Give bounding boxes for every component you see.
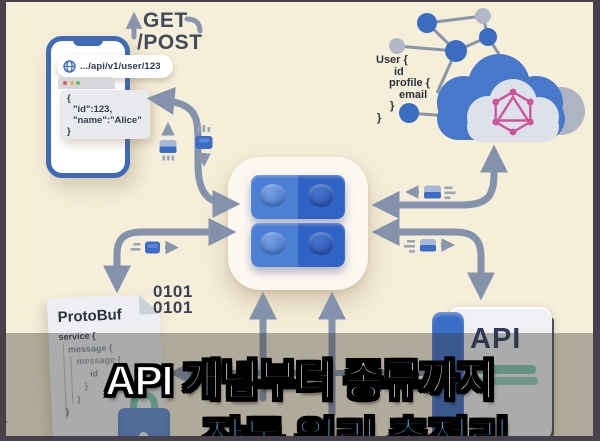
network-node: [417, 13, 437, 33]
query-line: id: [394, 65, 404, 78]
frame-top: [0, 0, 600, 2]
frame-bottom: [0, 436, 600, 441]
query-line: User {: [376, 54, 408, 66]
graphql-cloud: [437, 54, 585, 142]
json-line: }: [67, 126, 71, 137]
data-packet-icon-lower: [360, 381, 382, 392]
api-connector-icon: [228, 157, 368, 290]
api-box-spine: [432, 312, 464, 441]
data-packet-icon-down: [195, 125, 213, 168]
json-response-card: { "id":123, "name":"Alice" }: [60, 90, 150, 139]
brick-stud: [308, 184, 334, 207]
traffic-light-red-icon: [63, 81, 67, 85]
network-node: [399, 103, 419, 123]
hook-arrow-icon: [184, 16, 203, 34]
api-box-pages: [476, 365, 536, 374]
lego-brick-icon: [251, 175, 345, 219]
arrow-center-protobuf: [103, 218, 237, 294]
query-line: profile {: [389, 77, 430, 89]
query-line: }: [390, 100, 395, 112]
method-get: GET: [143, 9, 188, 32]
title-line1: API 개념부터 종류까지: [105, 356, 497, 405]
dark-overlay: [0, 333, 600, 441]
data-packet-icon-up: [159, 121, 177, 161]
network-node: [475, 8, 491, 24]
brick-stud: [260, 184, 286, 207]
json-line: "name":"Alice": [73, 115, 142, 126]
json-line: "id":123,: [73, 104, 113, 115]
brick-stud: [308, 232, 334, 255]
graphql-query: User { id profile { email } }: [376, 54, 430, 124]
browser-chrome: [58, 77, 115, 89]
arrow-phone-center: [146, 86, 241, 218]
data-packet-icon-cloud: [404, 185, 456, 200]
frame-right: [593, 0, 600, 441]
url-bar: .../api/v1/user/123: [57, 55, 173, 78]
query-line: }: [377, 111, 382, 124]
traffic-light-yellow-icon: [69, 81, 74, 85]
data-packet-icon-protobuf: [130, 240, 180, 255]
http-method-label: GET /POST: [137, 9, 203, 54]
lego-brick-icon: [251, 223, 345, 267]
network-node: [389, 38, 405, 54]
traffic-light-green-icon: [76, 81, 80, 85]
globe-icon: [63, 60, 76, 73]
api-box-pages: [472, 377, 538, 385]
api-box-face: [448, 307, 552, 441]
api-label: API: [470, 323, 522, 355]
query-line: email: [399, 88, 428, 101]
phone-notch-icon: [73, 40, 103, 46]
network-graph: [396, 14, 509, 118]
method-post: /POST: [137, 31, 203, 54]
data-packet-icon-api: [404, 238, 456, 253]
network-node: [479, 28, 497, 46]
url-text: .../api/v1/user/123: [80, 61, 161, 72]
network-node: [445, 40, 467, 62]
network-nodes: [389, 8, 497, 123]
arrow-center-api: [371, 218, 495, 301]
graphql-logo-icon: [492, 88, 534, 136]
json-line: {: [67, 93, 71, 104]
api-box: API: [432, 303, 554, 441]
arrow-cloud-center: [371, 144, 508, 219]
frame-left: [0, 0, 6, 441]
brick-stud: [260, 232, 286, 255]
